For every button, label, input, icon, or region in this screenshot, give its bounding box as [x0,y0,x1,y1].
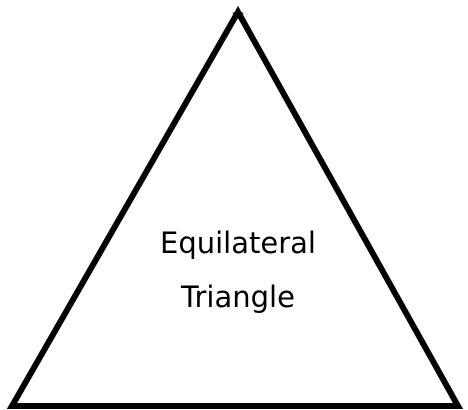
triangle-label-line-2: Triangle [180,280,295,314]
triangle-label-line-1: Equilateral [160,226,316,260]
triangle-apex-mark [232,8,244,19]
triangle-shape [6,5,464,409]
